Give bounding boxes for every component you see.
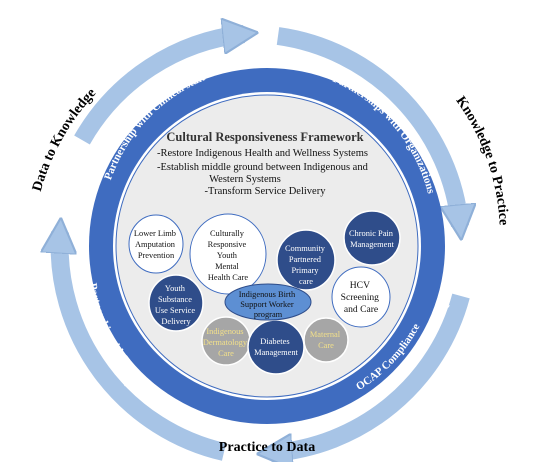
program-hcv: HCV Screening and Care	[331, 266, 391, 328]
arrow-right	[276, 27, 460, 226]
svg-text:Community Partnered: Community Partnered Primary care	[285, 244, 327, 286]
svg-text:Culturally Responsive: Culturally Responsive Youth Mental Healt…	[208, 229, 249, 282]
program-chronic-pain: Chronic Pain Management	[343, 210, 401, 266]
program-youth-mental-health: Culturally Responsive Youth Mental Healt…	[189, 213, 267, 295]
framework-line-3: Western Systems	[209, 174, 281, 185]
program-diabetes: Diabetes Management	[247, 319, 305, 375]
svg-text:Chronic Pain Management: Chronic Pain Management	[349, 229, 395, 249]
practice-to-data-label: Practice to Data	[219, 440, 315, 455]
arrow-top	[74, 34, 244, 145]
svg-text:Diabetes Management: Diabetes Management	[254, 337, 298, 357]
svg-text:Indigenous Dermatology: Indigenous Dermatology Care	[203, 327, 249, 358]
svg-text:Youth Substance Us: Youth Substance Use Service Delivery	[155, 284, 197, 326]
program-dermatology: Indigenous Dermatology Care	[201, 316, 251, 366]
svg-text:HCV Screening and: HCV Screening and Care	[341, 280, 382, 315]
svg-text:Indigenous Birth Support: Indigenous Birth Support Worker program	[239, 290, 298, 319]
framework-line-2: -Establish middle ground between Indigen…	[157, 162, 369, 173]
outer-cycle-arrows	[60, 34, 461, 453]
arrow-left	[60, 232, 227, 461]
svg-text:Maternal Care: Maternal Care	[310, 330, 342, 350]
framework-line-1: -Restore Indigenous Health and Wellness …	[157, 148, 368, 159]
program-lower-limb: Lower Limb Amputation Prevention	[128, 214, 184, 274]
arrow-bottom	[271, 293, 470, 453]
program-youth-substance-use: Youth Substance Use Service Delivery	[148, 274, 204, 332]
program-community-primary-care: Community Partnered Primary care	[276, 229, 336, 291]
framework-title: Cultural Responsiveness Framework	[166, 130, 363, 144]
program-maternal: Maternal Care	[303, 317, 349, 363]
framework-line-4: -Transform Service Delivery	[205, 186, 327, 197]
svg-text:Lower Limb Amputation: Lower Limb Amputation Prevention	[134, 229, 178, 260]
program-birth-support: Indigenous Birth Support Worker program	[224, 283, 312, 321]
